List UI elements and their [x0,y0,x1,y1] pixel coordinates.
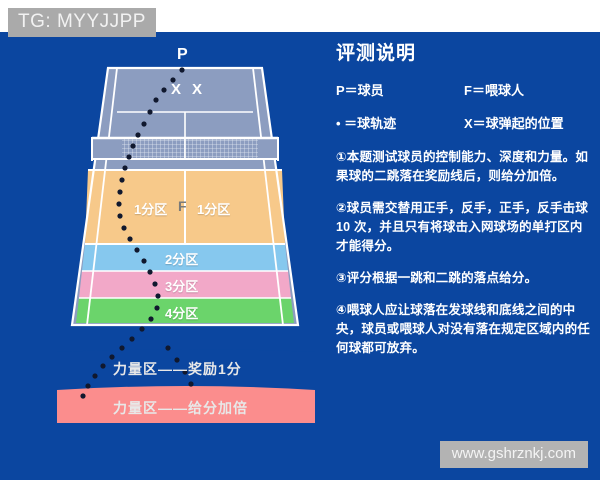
singles-sideline-left [86,67,118,326]
instruction-paragraph-1: ①本题测试球员的控制能力、深度和力量。如果球的二跳落在奖励线后，则给分加倍。 [336,150,589,183]
net-mesh [122,139,258,159]
legend-trajectory: • ＝球轨迹 [336,116,397,131]
watermark-bottom-right: www.gshrznkj.com [439,441,588,468]
legend-bounce: X＝球弹起的位置 [464,116,564,131]
instruction-paragraph-2: ②球员需交替用正手，反手，正手，反手击球 10 次，并且只有将球击入网球场的单打… [336,201,589,253]
power-zone-double-band [57,386,315,423]
ball-trajectory-dots-secondary [165,345,194,387]
tennis-court-diagram: P X X F 1分区 1分区 2分区 3分区 4分区 力量区——奖励1分 力量… [57,46,315,423]
zone-3-fill [79,271,291,298]
legend-feeder: F＝喂球人 [464,83,524,98]
instruction-paragraph-4: ④喂球人应让球落在发球线和底线之间的中央，球员或喂球人对没有落在规定区域内的任何… [336,303,591,355]
info-title: 评测说明 [336,43,417,64]
legend-row-1: P＝球员 F＝喂球人 [336,82,594,100]
court-outline [70,66,300,327]
court-svg [57,66,315,423]
singles-sideline-right [252,67,284,326]
zone-4-fill [76,298,294,323]
info-column: 评测说明 P＝球员 F＝喂球人 • ＝球轨迹 X＝球弹起的位置 ①本题测试球员的… [336,42,594,371]
legend-player: P＝球员 [336,83,384,98]
ball-trajectory-dots [80,67,185,399]
instruction-paragraph-3: ③评分根据一跳和二跳的落点给分。 [336,271,538,285]
power-zone-bonus-band [57,349,315,388]
watermark-top-left: TG: MYYJJPP [8,8,156,37]
zone-2-fill [82,244,288,271]
legend-row-2: • ＝球轨迹 X＝球弹起的位置 [336,115,594,133]
